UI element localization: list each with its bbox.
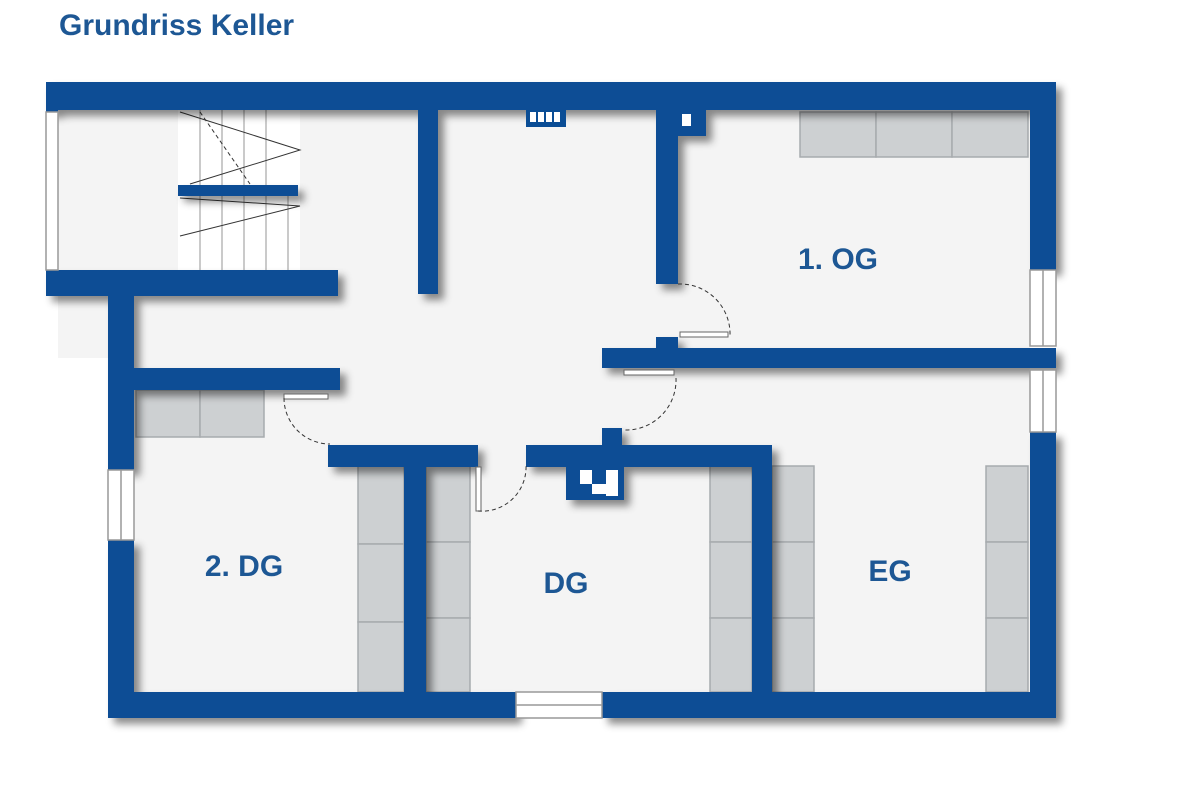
vent [526,110,566,127]
walls [46,82,1056,718]
page-title: Grundriss Keller [59,9,295,42]
wall-openings [580,114,691,496]
room-label-2-dg: 2. DG [205,550,283,583]
windows [45,111,1057,719]
doors [283,283,731,512]
storage-shelves [135,111,1029,693]
room-label-dg: DG [544,567,589,600]
room-label-1-og: 1. OG [798,243,878,276]
room-label-eg: EG [868,555,911,588]
